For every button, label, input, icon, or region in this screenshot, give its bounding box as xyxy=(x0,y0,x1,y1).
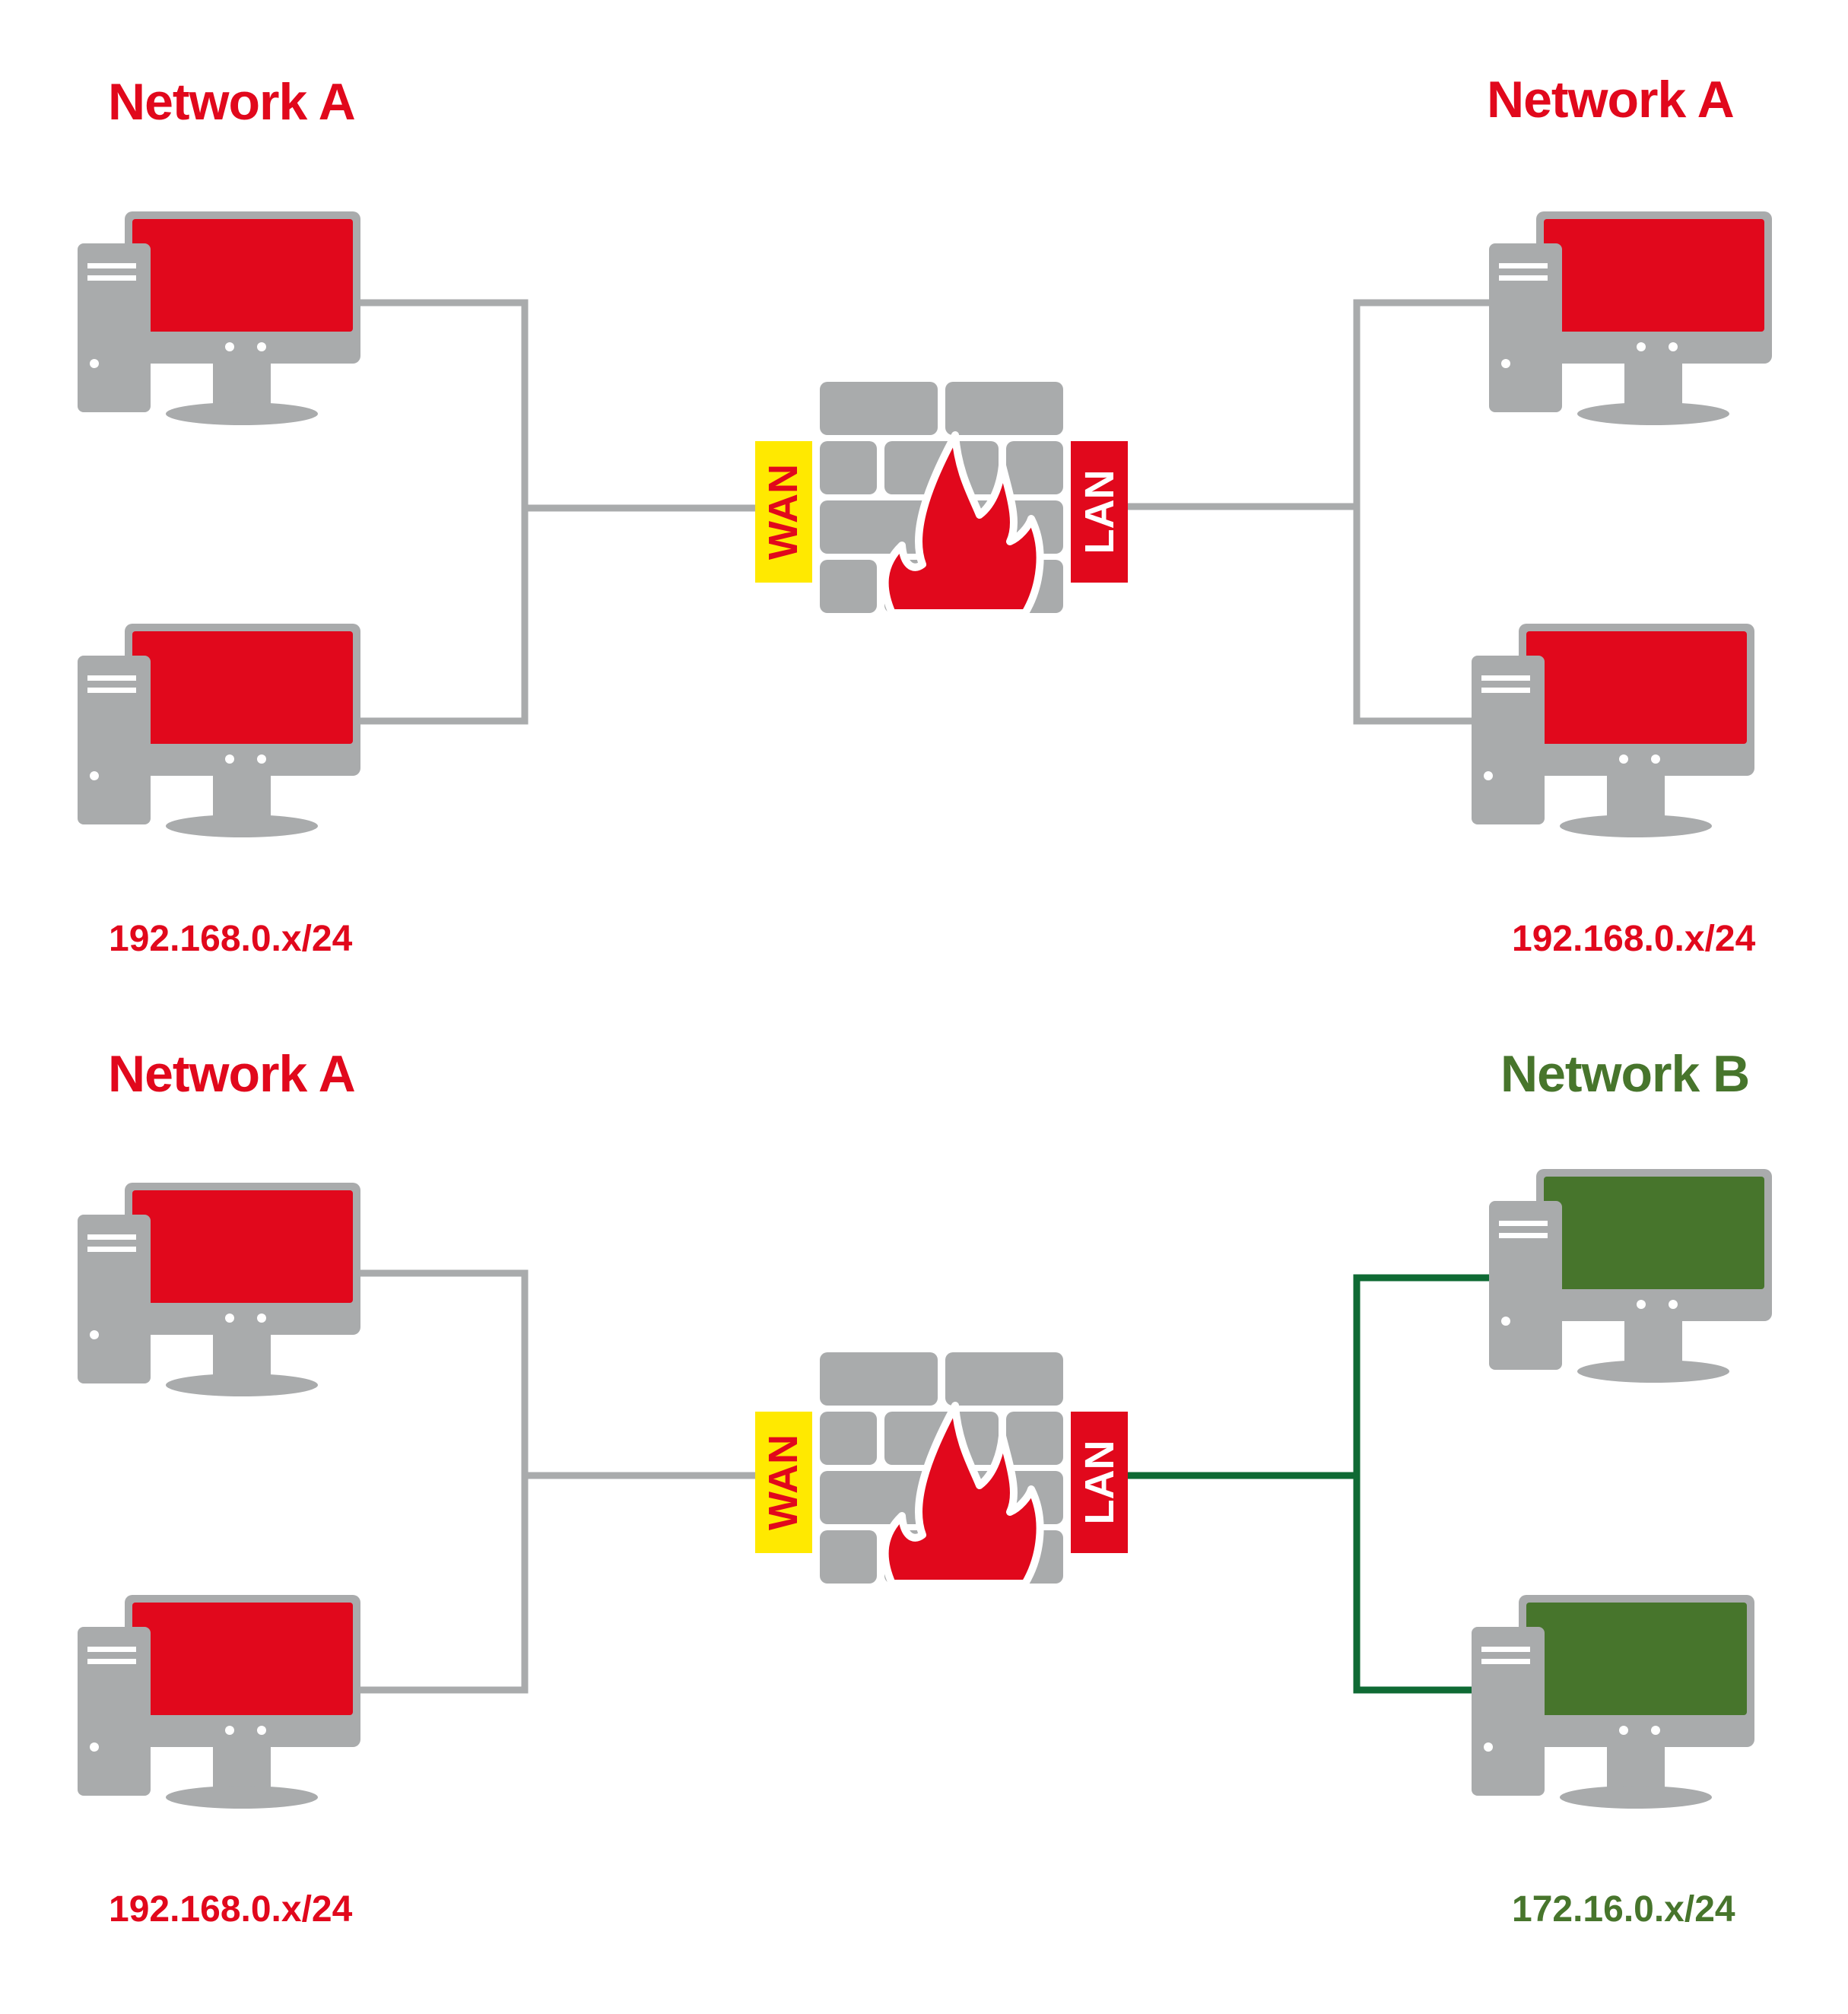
top-right-lower-link xyxy=(1353,507,1472,725)
bottom-right-lower-link xyxy=(1353,1476,1472,1694)
pc-tower xyxy=(78,656,151,824)
top-left-bus-line xyxy=(357,299,529,725)
lan-label: LAN xyxy=(1077,470,1122,554)
top-right-network-title: Network A xyxy=(1487,71,1735,129)
top-right-computer-2 xyxy=(1472,624,1754,837)
pc-tower xyxy=(1472,656,1545,824)
bottom-left-network-title: Network A xyxy=(108,1045,356,1103)
pc-tower xyxy=(1489,243,1562,412)
top-right-bus-line xyxy=(1128,299,1489,510)
top-right-computer-1 xyxy=(1489,211,1772,425)
bottom-right-computer-1 xyxy=(1489,1169,1772,1383)
bottom-left-computer-2 xyxy=(78,1595,360,1809)
monitor-screen xyxy=(1526,631,1747,744)
monitor-screen xyxy=(1526,1603,1747,1715)
lan-tag xyxy=(1071,441,1128,583)
top-left-computer-1 xyxy=(78,211,360,425)
pc-tower xyxy=(1489,1201,1562,1370)
lan-tag xyxy=(1071,1412,1128,1553)
bottom-right-bus-line xyxy=(1128,1274,1489,1479)
pc-tower xyxy=(1472,1627,1545,1796)
lan-label: LAN xyxy=(1077,1441,1122,1525)
wan-tag xyxy=(755,1412,812,1553)
wan-tag xyxy=(755,441,812,583)
bottom-left-subnet-label: 192.168.0.x/24 xyxy=(109,1889,353,1930)
monitor-screen xyxy=(132,219,353,332)
top-right-subnet-label: 192.168.0.x/24 xyxy=(1512,919,1756,959)
top-left-network-title: Network A xyxy=(108,73,356,131)
flame-icon xyxy=(881,431,1044,617)
monitor-screen xyxy=(132,631,353,744)
bottom-left-bus-line xyxy=(357,1269,529,1694)
monitor-screen xyxy=(132,1190,353,1303)
pc-tower xyxy=(78,243,151,412)
wan-label: WAN xyxy=(760,1434,806,1530)
bottom-left-computer-1 xyxy=(78,1183,360,1396)
bottom-right-computer-2 xyxy=(1472,1595,1754,1809)
monitor-screen xyxy=(1544,219,1764,332)
bottom-right-subnet-label: 172.16.0.x/24 xyxy=(1512,1889,1735,1930)
top-left-computer-2 xyxy=(78,624,360,837)
flame-icon xyxy=(881,1402,1044,1587)
bottom-firewall: WAN LAN xyxy=(755,1352,1128,1587)
top-left-subnet-label: 192.168.0.x/24 xyxy=(109,919,353,959)
top-firewall: WAN LAN xyxy=(755,382,1128,617)
monitor-screen xyxy=(1544,1177,1764,1289)
pc-tower xyxy=(78,1627,151,1796)
pc-tower xyxy=(78,1215,151,1383)
bottom-right-network-title: Network B xyxy=(1500,1045,1750,1103)
wan-label: WAN xyxy=(760,464,806,560)
monitor-screen xyxy=(132,1603,353,1715)
